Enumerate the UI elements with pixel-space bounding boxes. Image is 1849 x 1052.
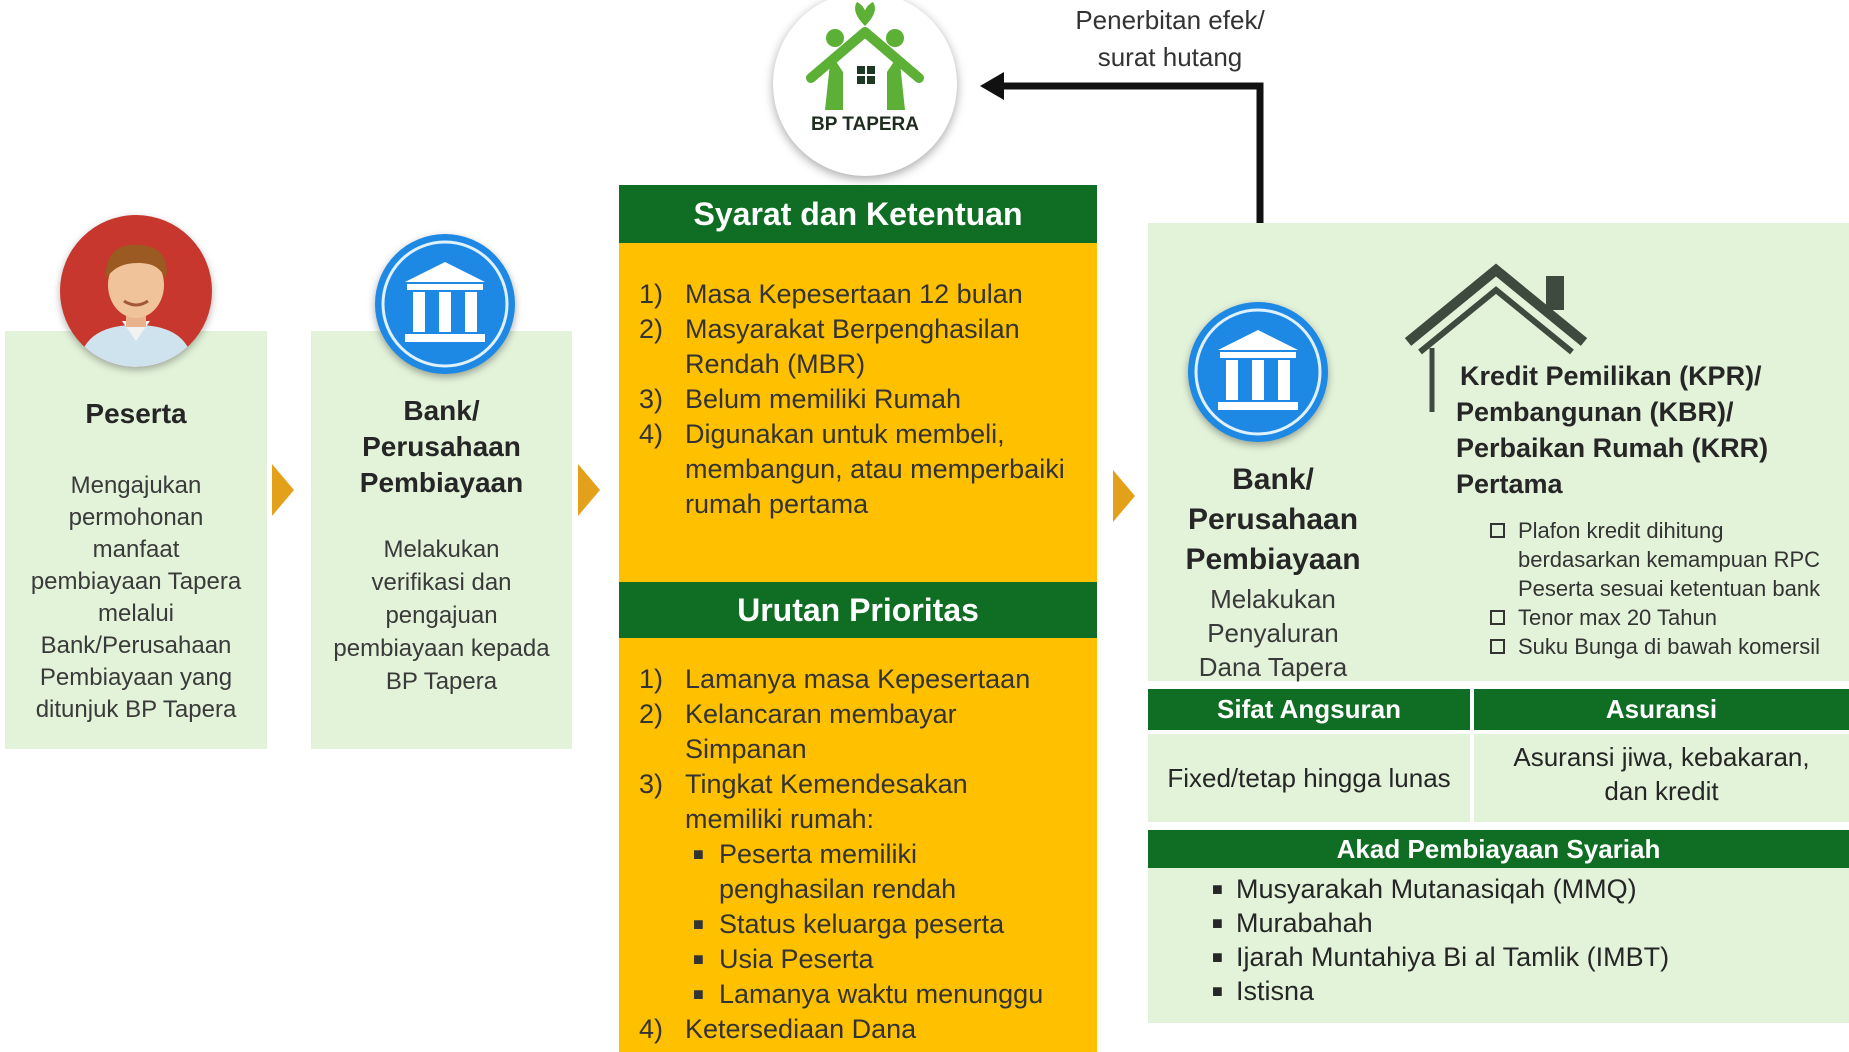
akad-item-1: ■Musyarakah Mutanasiqah (MMQ) (1212, 874, 1637, 904)
issuance-label: Penerbitan efek/ surat hutang (1040, 2, 1300, 76)
flow-chevron-3 (1113, 470, 1135, 522)
flow-chevron-2 (578, 464, 600, 516)
sifat-body: Fixed/tetap hingga lunas (1167, 763, 1451, 793)
prioritas-subitem-2: ■Status keluarga peserta (693, 909, 1005, 939)
bank-icon (375, 234, 515, 374)
kpr-bullet-2: Tenor max 20 Tahun (1456, 603, 1849, 632)
prioritas-panel: 1)Lamanya masa Kepesertaan 2)Kelancaran … (619, 638, 1097, 1052)
prioritas-header: Urutan Prioritas (619, 582, 1097, 638)
kpr-bullet-3: Suku Bunga di bawah komersil (1456, 632, 1849, 661)
bank2-icon (1188, 302, 1328, 442)
syarat-item-4: 4)Digunakan untuk membeli,membangun, ata… (639, 419, 1065, 519)
bp-tapera-logo: BP TAPERA (773, 0, 957, 176)
house-roof-icon (1404, 263, 1588, 412)
syarat-panel: 1)Masa Kepesertaan 12 bulan 2)Masyarakat… (619, 243, 1097, 582)
issuance-label-line2: surat hutang (1097, 42, 1243, 72)
peserta-panel (5, 331, 267, 749)
syarat-item-3: 3)Belum memiliki Rumah (639, 384, 962, 414)
asuransi-panel: Asuransi jiwa, kebakaran,dan kredit (1474, 734, 1849, 822)
prioritas-subitem-4: ■Lamanya waktu menunggu (693, 979, 1044, 1009)
flow-chevron-1 (272, 464, 294, 516)
logo-text: BP TAPERA (810, 114, 920, 135)
asuransi-header: Asuransi (1474, 689, 1849, 730)
akad-item-2: ■Murabahah (1212, 908, 1373, 938)
akad-item-3: ■Ijarah Muntahiya Bi al Tamlik (IMBT) (1212, 942, 1670, 972)
prioritas-item-4: 4)Ketersediaan Dana (639, 1014, 917, 1044)
peserta-title: Peserta (85, 398, 187, 429)
bank1-panel (311, 331, 572, 749)
prioritas-subitem-3: ■Usia Peserta (693, 944, 874, 974)
house-people-logo-icon (806, 2, 924, 110)
kpr-title: Kredit Pemilikan (KPR)/ Pembangunan (KBR… (1456, 361, 1769, 499)
issuance-label-line1: Penerbitan efek/ (1075, 5, 1265, 35)
syarat-item-1: 1)Masa Kepesertaan 12 bulan (639, 279, 1023, 309)
sifat-panel: Fixed/tetap hingga lunas (1148, 734, 1470, 822)
syarat-header: Syarat dan Ketentuan (619, 185, 1097, 243)
person-avatar-icon (60, 215, 212, 367)
akad-header: Akad Pembiayaan Syariah (1148, 830, 1849, 868)
akad-panel: ■Musyarakah Mutanasiqah (MMQ) ■Murabahah… (1148, 868, 1849, 1023)
bank2-panel (1148, 223, 1849, 681)
sifat-header: Sifat Angsuran (1148, 689, 1470, 730)
akad-item-4: ■Istisna (1212, 976, 1315, 1006)
prioritas-item-1: 1)Lamanya masa Kepesertaan (639, 664, 1031, 694)
